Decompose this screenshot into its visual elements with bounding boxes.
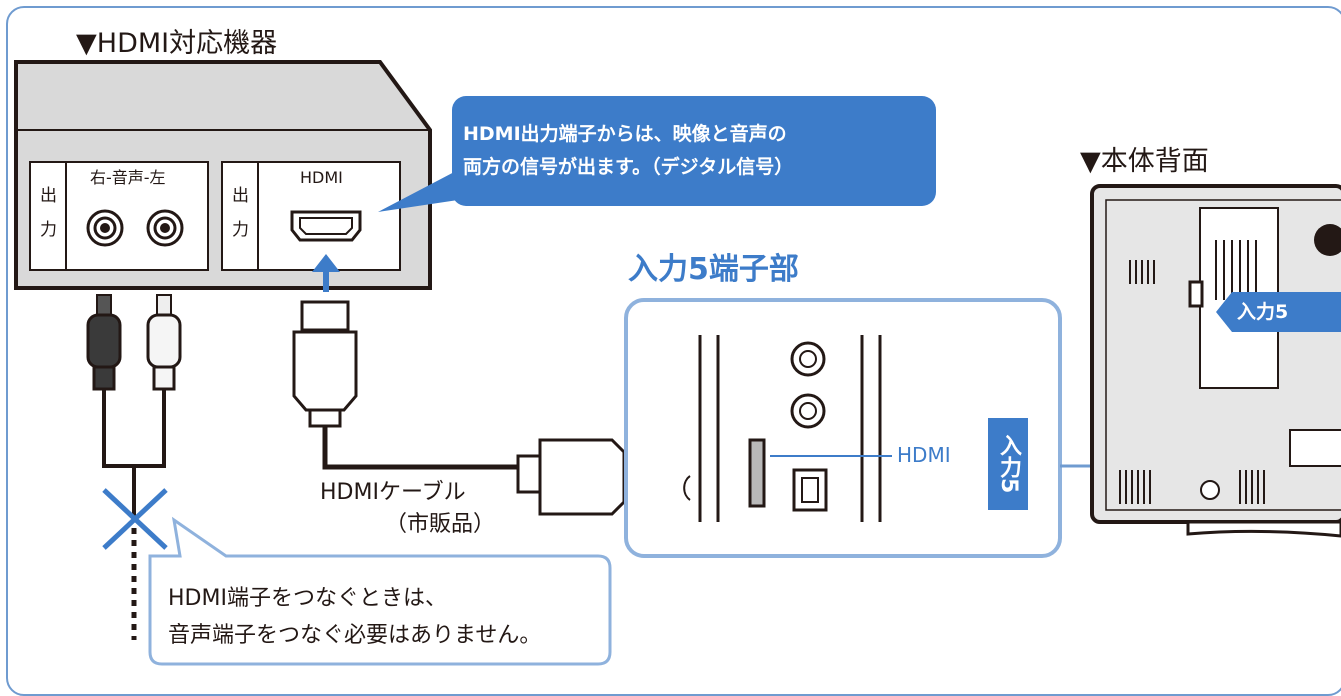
hdmi-device — [14, 60, 432, 290]
input5-jack-lower — [790, 393, 826, 429]
audio-output-char-2: 力 — [40, 220, 57, 240]
input5-jack-upper — [790, 341, 826, 377]
input5-title: 入力5端子部 — [628, 252, 799, 287]
cable-label: HDMIケーブル — [320, 480, 466, 505]
input5-panel — [624, 298, 1062, 558]
rca-cables — [86, 294, 182, 640]
hdmi-output-char-2: 力 — [232, 220, 249, 240]
audio-label: 右-音声-左 — [90, 168, 166, 187]
note-text: HDMI端子をつなぐときは、 音声端子をつなぐ必要はありません。 — [168, 580, 541, 655]
audio-output-char-1: 出 — [40, 186, 57, 206]
cable-sublabel: （市販品） — [385, 512, 496, 537]
not-needed-cross — [102, 488, 168, 550]
arrow-up — [312, 254, 340, 292]
optical-port — [792, 468, 828, 512]
audio-left-jack — [146, 209, 184, 247]
tv-input5-badge — [1216, 292, 1341, 332]
hdmi-signal-text: HDMI出力端子からは、映像と音声の 両方の信号が出ます。（デジタル信号） — [463, 118, 793, 185]
device-title: ▼HDMI対応機器 — [76, 28, 278, 59]
hdmi-output-port — [290, 210, 362, 242]
audio-right-jack — [86, 209, 124, 247]
tv-input5-badge-label: 入力5 — [1237, 301, 1289, 323]
callout-line-2: 両方の信号が出ます。（デジタル信号） — [463, 156, 794, 179]
note-line-1: HDMI端子をつなぐときは、 — [168, 586, 447, 611]
tv-rear — [1090, 184, 1341, 538]
hdmi-output-char-1: 出 — [232, 186, 249, 206]
callout-line-1: HDMI出力端子からは、映像と音声の — [463, 123, 787, 145]
note-line-2: 音声端子をつなぐ必要はありません。 — [168, 623, 542, 649]
hdmi-signal-callout — [378, 96, 936, 212]
note-callout — [148, 516, 612, 666]
input5-vertical-badge: 入力5 — [988, 418, 1028, 510]
tv-title: ▼本体背面 — [1080, 146, 1209, 177]
device-hdmi-label: HDMI — [300, 168, 343, 187]
input5-hdmi-label: HDMI — [897, 443, 951, 467]
